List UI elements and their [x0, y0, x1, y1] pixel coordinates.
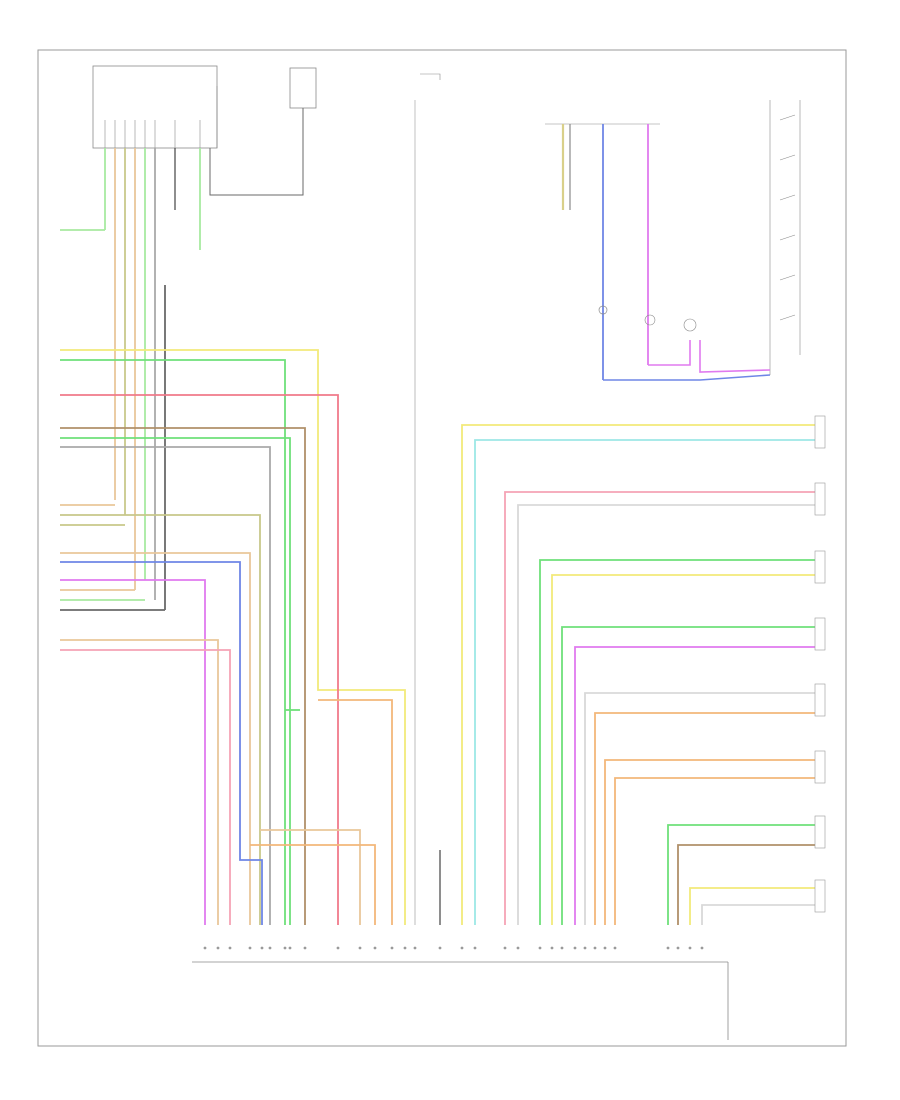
- relay-top-block: [209, 67, 317, 196]
- speaker-3: [814, 550, 826, 584]
- horizontal-wires: [60, 349, 406, 925]
- diagram-border: [37, 49, 847, 1047]
- amplifier-top-block: [92, 65, 218, 149]
- radio-connector-row: [192, 946, 729, 1040]
- steering-wheel-block: [545, 100, 801, 381]
- fuse-block: [414, 73, 441, 150]
- speaker-2: [814, 482, 826, 516]
- speaker-connectors: [814, 415, 826, 913]
- antenna-feed: [414, 150, 441, 925]
- speaker-6: [814, 750, 826, 784]
- speaker-5: [814, 683, 826, 717]
- speaker-7: [814, 815, 826, 849]
- left-harness: [60, 148, 201, 610]
- speaker-8: [814, 879, 826, 913]
- speaker-1: [814, 415, 826, 449]
- speaker-wires: [461, 424, 815, 925]
- speaker-4: [814, 617, 826, 651]
